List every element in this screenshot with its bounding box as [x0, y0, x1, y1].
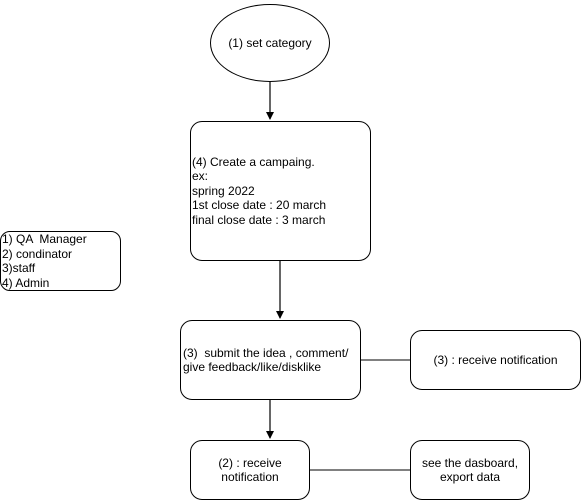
dashboard-export-node[interactable]: see the dasboard, export data: [410, 440, 530, 500]
roles-legend-text: 1) QA Manager 2) condinator 3)staff 4) A…: [2, 232, 87, 290]
receive-notification-staff-text: (3) : receive notification: [433, 353, 557, 368]
receive-notification-coordinator-node[interactable]: (2) : receive notification: [190, 440, 310, 500]
set-category-line: (1) set category: [228, 35, 312, 50]
receive-notification-coordinator-text: (2) : receive notification: [218, 456, 281, 485]
submit-idea-line: (3) submit the idea , comment/: [183, 345, 349, 360]
create-campaign-line: (4) Create a campaing.: [192, 154, 315, 169]
submit-idea-text: (3) submit the idea , comment/ give feed…: [183, 346, 348, 375]
receive-notification-coordinator-line: notification: [221, 470, 279, 484]
create-campaign-node[interactable]: (4) Create a campaing. ex: spring 2022 1…: [190, 121, 371, 261]
receive-notification-staff-line: (3) : receive notification: [433, 352, 558, 367]
roles-legend-line: 3)staff: [2, 261, 36, 275]
roles-legend-line: 2) condinator: [2, 246, 73, 261]
create-campaign-line: spring 2022: [192, 183, 255, 198]
receive-notification-coordinator-line: (2) : receive: [218, 455, 282, 470]
roles-legend-node[interactable]: 1) QA Manager 2) condinator 3)staff 4) A…: [0, 231, 121, 291]
dashboard-export-line: see the dasboard,: [421, 455, 519, 470]
submit-idea-line: give feedback/like/disklike: [183, 360, 322, 374]
set-category-node[interactable]: (1) set category: [210, 4, 330, 82]
create-campaign-line: final close date : 3 march: [192, 212, 326, 227]
dashboard-export-text: see the dasboard, export data: [422, 456, 518, 485]
create-campaign-text: (4) Create a campaing. ex: spring 2022 1…: [192, 155, 326, 228]
create-campaign-line: ex:: [192, 169, 209, 184]
roles-legend-line: 1) QA Manager: [2, 232, 87, 246]
submit-idea-node[interactable]: (3) submit the idea , comment/ give feed…: [180, 320, 361, 400]
create-campaign-line: 1st close date : 20 march: [192, 198, 327, 213]
roles-legend-line: 4) Admin: [2, 275, 50, 290]
set-category-text: (1) set category: [228, 36, 311, 51]
receive-notification-staff-node[interactable]: (3) : receive notification: [410, 330, 581, 390]
dashboard-export-line: export data: [439, 470, 501, 484]
